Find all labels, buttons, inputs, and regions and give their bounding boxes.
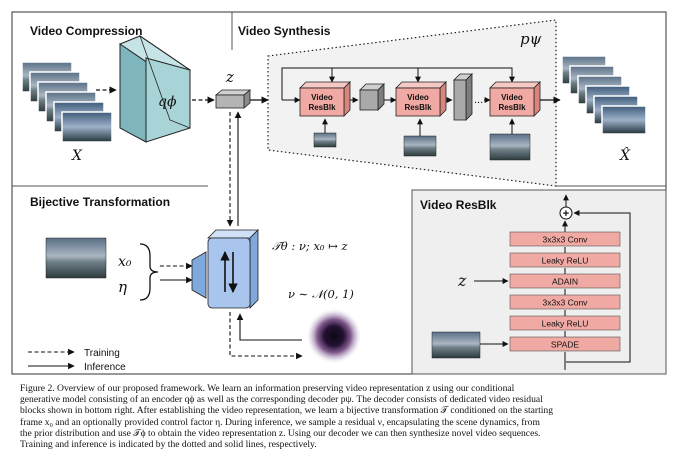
synthesis-ellipsis: ... [474,94,483,106]
legend-inference-label: Inference [84,362,126,373]
label-q-phi: qϕ [158,94,177,110]
svg-text:ResBlk: ResBlk [308,103,336,112]
arrow-flow-to-nu-training [229,312,303,360]
synthesis-gray-block-1 [359,83,385,111]
caption-line-6: Training and inference is indicated by t… [20,439,317,451]
skip-connection-top [281,67,421,100]
caption-line-4: frame x₀ and an optionally provided cont… [20,416,540,428]
synthesis-resblk-2: Video ResBlk [395,81,447,117]
label-eta: η [118,278,127,296]
resblk-cond-frame [431,331,481,359]
synthesis-cond-frame-2 [403,135,437,157]
svg-text:ResBlk: ResBlk [498,103,526,112]
caption-line-1: Figure 2. Overview of our proposed frame… [20,383,515,394]
input-video-frames [21,61,113,143]
svg-text:SPADE: SPADE [551,340,580,350]
label-x0: x₀ [118,254,132,270]
svg-text:+: + [563,208,569,220]
svg-text:Video: Video [501,93,523,102]
caption-line-3: blocks shown in bottom right. After esta… [20,405,554,417]
output-video-frames [561,55,647,135]
svg-text:Video: Video [311,93,333,102]
label-z: z [225,68,234,86]
label-X-hat: X̂ [619,146,631,164]
resblk-layer-stack: 3x3x3 Conv Leaky ReLU ADAIN 3x3x3 Conv L… [509,231,621,352]
svg-text:Video: Video [407,93,429,102]
label-transform-T: 𝒯θ : ν; x₀ ↦ z [272,239,348,253]
label-nu-prior: ν ∼ 𝒩(0, 1) [288,287,354,301]
label-p-psi: pψ [520,30,542,48]
svg-text:3x3x3 Conv: 3x3x3 Conv [543,235,589,245]
title-video-compression: Video Compression [30,24,142,38]
title-video-synthesis: Video Synthesis [238,24,331,38]
label-z-resblk: z [457,271,467,290]
synthesis-cond-frame-3 [489,133,531,161]
caption-line-2: generative model consisting of an encode… [20,394,543,406]
input-frame-x0 [45,237,107,279]
encoder-q-phi [118,34,192,143]
synthesis-cond-frame-1 [313,132,337,148]
condition-encoder-small [191,251,207,299]
bijective-flow-block [207,229,259,309]
caption-line-5: the prior distribution and use 𝒯ϕ to obt… [20,427,541,439]
resblk-skip-connection [566,210,631,363]
title-video-resblk: Video ResBlk [420,198,497,212]
synthesis-gray-block-2 [453,73,473,121]
synthesis-resblk-3: Video ResBlk [489,81,541,117]
title-bijective-transformation: Bijective Transformation [30,195,170,209]
arrow-nu-to-flow-inference [236,313,302,341]
legend-training-label: Training [84,348,120,359]
svg-text:Leaky ReLU: Leaky ReLU [542,256,589,266]
label-X: X [71,148,83,164]
synthesis-resblk-1: Video ResBlk [299,81,351,117]
svg-text:ResBlk: ResBlk [404,103,432,112]
input-brace [139,243,159,301]
svg-text:3x3x3 Conv: 3x3x3 Conv [543,298,589,308]
skip-connection-top-3 [418,67,515,83]
figure-caption: Figure 2. Overview of our proposed frame… [20,383,660,450]
svg-text:Leaky ReLU: Leaky ReLU [542,319,589,329]
svg-text:ADAIN: ADAIN [552,277,578,287]
latent-z-box [214,89,252,109]
gaussian-noise-sample [306,308,362,364]
